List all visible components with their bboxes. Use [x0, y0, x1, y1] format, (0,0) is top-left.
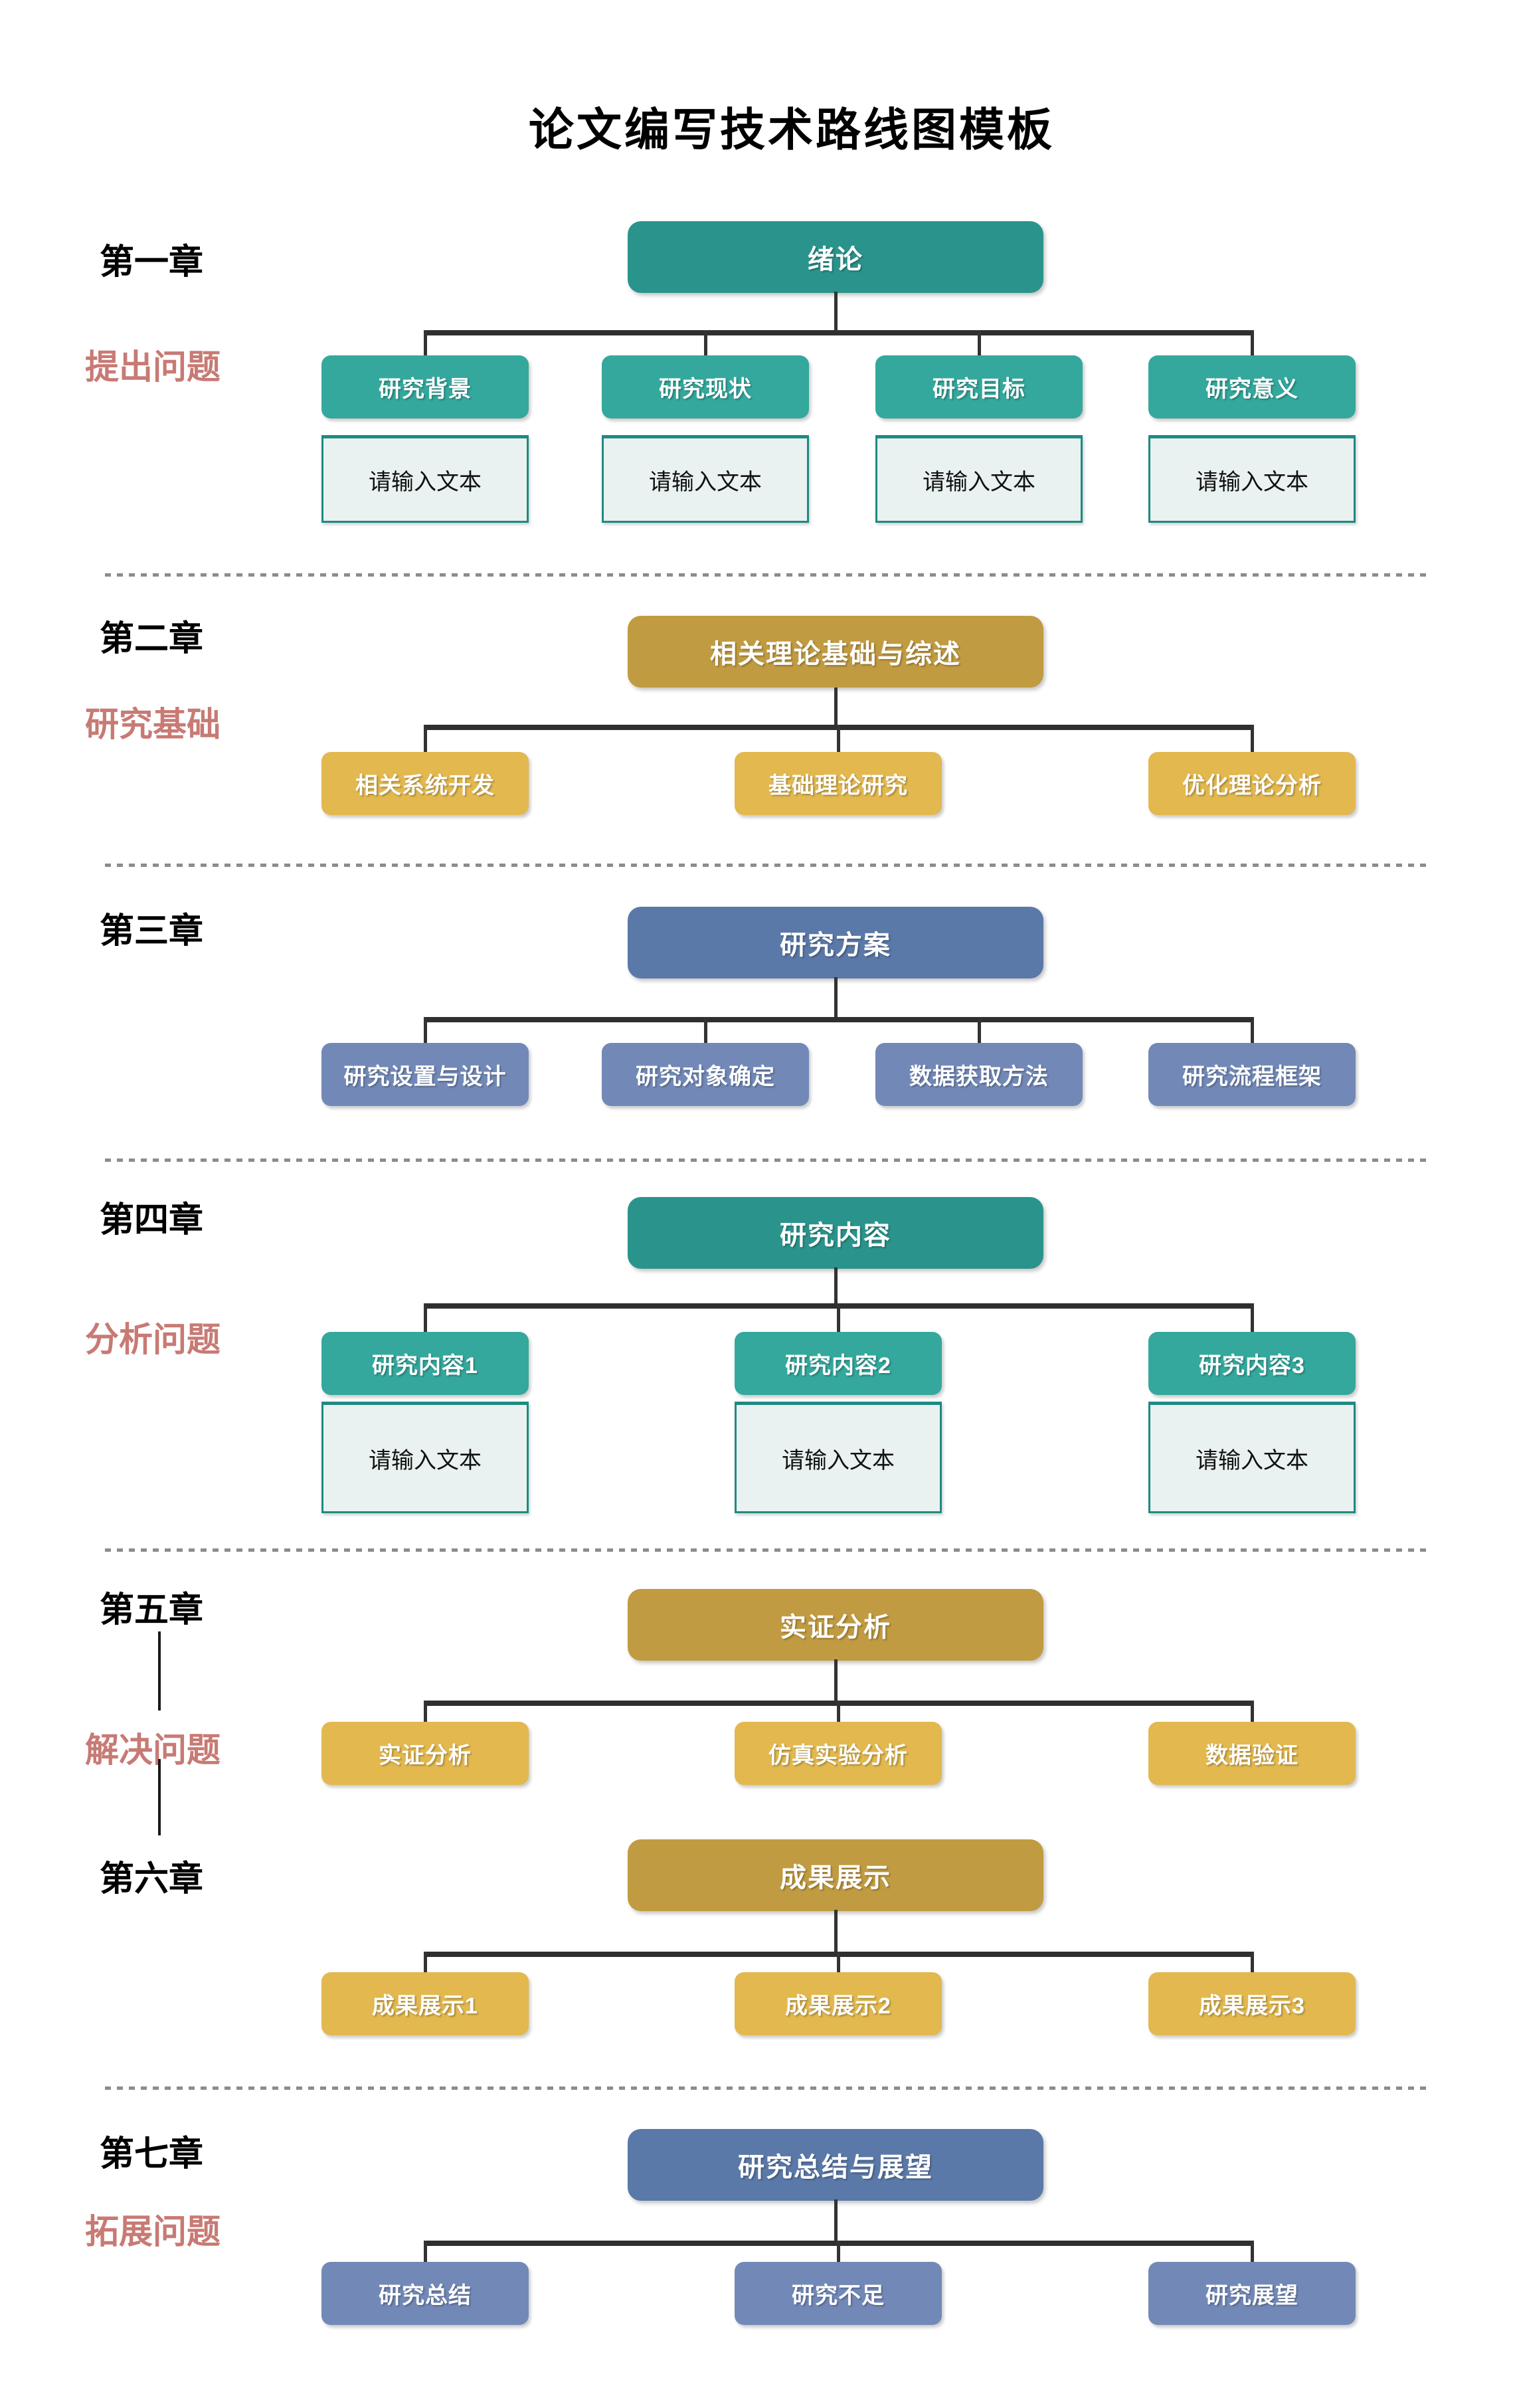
- connector-stem: [834, 1659, 838, 1703]
- child-node[interactable]: 研究对象确定: [602, 1043, 809, 1106]
- chapter-link-line: [158, 1631, 161, 1711]
- chapter-label-6: 第六章: [100, 1860, 204, 1899]
- main-node[interactable]: 绪论: [628, 221, 1043, 293]
- placeholder-input[interactable]: 请输入文本: [321, 1402, 529, 1513]
- chapter-link-line: [158, 1759, 161, 1835]
- child-node[interactable]: 成果展示2: [735, 1972, 942, 2035]
- placeholder-input[interactable]: 请输入文本: [602, 435, 809, 523]
- child-node[interactable]: 研究目标: [875, 355, 1083, 418]
- connector-stub: [837, 2241, 840, 2263]
- chapter-label-5: 第五章: [100, 1591, 204, 1629]
- section-divider: [105, 1158, 1427, 1162]
- connector-stub: [424, 725, 427, 753]
- section-divider: [105, 573, 1427, 577]
- main-node[interactable]: 实证分析: [628, 1589, 1043, 1661]
- main-node[interactable]: 研究内容: [628, 1197, 1043, 1269]
- connector-stub: [837, 725, 840, 753]
- placeholder-input[interactable]: 请输入文本: [1148, 1402, 1356, 1513]
- child-node[interactable]: 研究内容1: [321, 1332, 529, 1395]
- child-node[interactable]: 研究意义: [1148, 355, 1356, 418]
- child-node[interactable]: 研究展望: [1148, 2262, 1356, 2325]
- side-label-4: 分析问题: [85, 1321, 221, 1358]
- connector-stem: [834, 292, 838, 333]
- connector-stub: [978, 330, 981, 357]
- side-label-1: 提出问题: [85, 348, 221, 386]
- connector-stem: [834, 688, 838, 727]
- connector-stub: [424, 1017, 427, 1044]
- connector-stub: [1251, 2241, 1254, 2263]
- chapter-label-2: 第二章: [100, 620, 204, 658]
- placeholder-input[interactable]: 请输入文本: [321, 435, 529, 523]
- main-node[interactable]: 研究方案: [628, 907, 1043, 978]
- connector-stub: [1251, 725, 1254, 753]
- section-divider: [105, 2086, 1427, 2090]
- connector-stub: [837, 1701, 840, 1723]
- child-node[interactable]: 成果展示3: [1148, 1972, 1356, 2035]
- child-node[interactable]: 实证分析: [321, 1722, 529, 1785]
- connector-stub: [704, 1017, 707, 1044]
- child-node[interactable]: 基础理论研究: [735, 752, 942, 815]
- main-node[interactable]: 成果展示: [628, 1839, 1043, 1911]
- child-node[interactable]: 研究总结: [321, 2262, 529, 2325]
- connector-stub: [704, 330, 707, 357]
- child-node[interactable]: 研究现状: [602, 355, 809, 418]
- section-divider: [105, 1548, 1427, 1552]
- main-node[interactable]: 研究总结与展望: [628, 2129, 1043, 2201]
- connector-stub: [424, 1701, 427, 1723]
- connector-stem: [834, 2199, 838, 2243]
- placeholder-input[interactable]: 请输入文本: [1148, 435, 1356, 523]
- connector-stub: [1251, 330, 1254, 357]
- child-node[interactable]: 数据验证: [1148, 1722, 1356, 1785]
- child-node[interactable]: 研究背景: [321, 355, 529, 418]
- connector-stem: [834, 1267, 838, 1306]
- connector-stub: [424, 1303, 427, 1333]
- chapter-label-3: 第三章: [100, 912, 204, 951]
- connector-stub: [424, 2241, 427, 2263]
- connector-stub: [837, 1303, 840, 1333]
- connector-bus: [424, 1017, 1254, 1022]
- child-node[interactable]: 研究内容3: [1148, 1332, 1356, 1395]
- connector-stub: [1251, 1701, 1254, 1723]
- placeholder-input[interactable]: 请输入文本: [735, 1402, 942, 1513]
- side-label-2: 研究基础: [85, 705, 221, 743]
- child-node[interactable]: 成果展示1: [321, 1972, 529, 2035]
- chapter-label-7: 第七章: [100, 2135, 204, 2174]
- chapter-label-1: 第一章: [100, 243, 204, 282]
- section-divider: [105, 864, 1427, 867]
- connector-stub: [424, 1952, 427, 1974]
- child-node[interactable]: 优化理论分析: [1148, 752, 1356, 815]
- child-node[interactable]: 研究设置与设计: [321, 1043, 529, 1106]
- connector-stub: [837, 1952, 840, 1974]
- connector-bus: [424, 330, 1254, 335]
- child-node[interactable]: 数据获取方法: [875, 1043, 1083, 1106]
- child-node[interactable]: 研究不足: [735, 2262, 942, 2325]
- connector-stub: [1251, 1017, 1254, 1044]
- child-node[interactable]: 相关系统开发: [321, 752, 529, 815]
- connector-stub: [1251, 1303, 1254, 1333]
- connector-stub: [1251, 1952, 1254, 1974]
- child-node[interactable]: 研究流程框架: [1148, 1043, 1356, 1106]
- page-title: 论文编写技术路线图模板: [528, 105, 1055, 155]
- connector-stem: [834, 977, 838, 1020]
- child-node[interactable]: 研究内容2: [735, 1332, 942, 1395]
- child-node[interactable]: 仿真实验分析: [735, 1722, 942, 1785]
- side-label-5: 解决问题: [85, 1731, 221, 1769]
- main-node[interactable]: 相关理论基础与综述: [628, 616, 1043, 688]
- placeholder-input[interactable]: 请输入文本: [875, 435, 1083, 523]
- connector-stub: [424, 330, 427, 357]
- connector-stub: [978, 1017, 981, 1044]
- connector-stem: [834, 1910, 838, 1954]
- chapter-label-4: 第四章: [100, 1201, 204, 1240]
- side-label-7: 拓展问题: [85, 2213, 221, 2251]
